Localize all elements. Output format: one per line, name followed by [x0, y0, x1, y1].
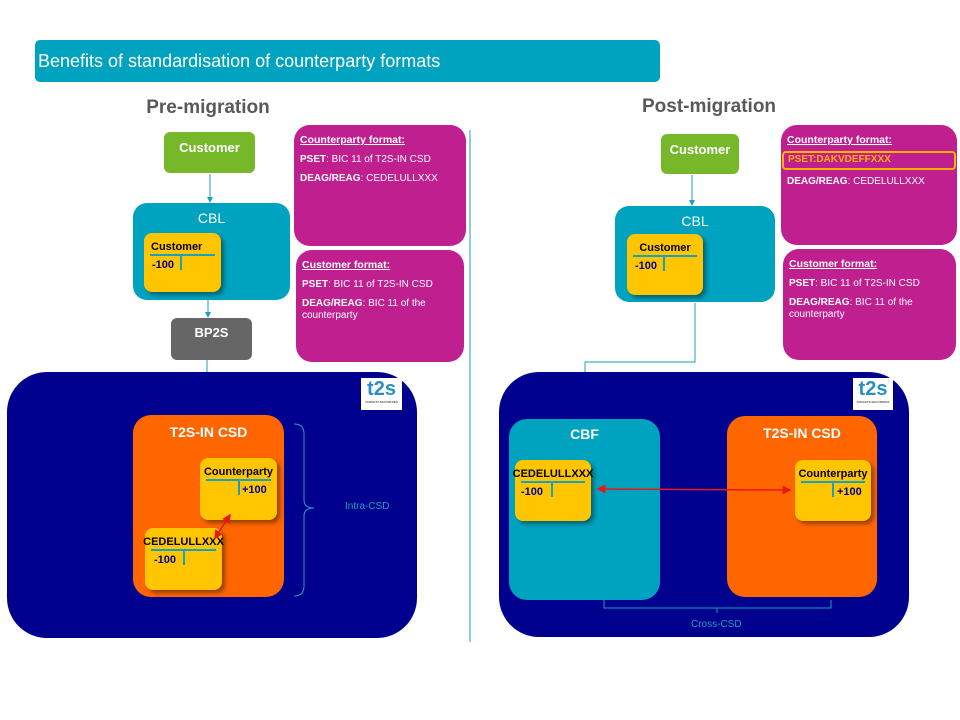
pset-highlight: PSET:DAKVDEFFXXX	[782, 151, 956, 170]
format-title: Customer format:	[789, 258, 878, 270]
account-value: +100	[837, 486, 862, 498]
deag-value: : CEDELULLXXX	[847, 175, 925, 187]
pset-label: PSET	[789, 278, 816, 290]
account-value: -100	[521, 486, 544, 498]
pre-cbl-label: CBL	[197, 210, 226, 226]
pre-migration-heading: Pre-migration	[146, 97, 270, 118]
pre-cbl-customer-account: Customer -100	[144, 233, 221, 292]
pset-value: : BIC 11 of T2S-IN CSD	[328, 279, 433, 291]
post-customer-box: Customer	[661, 134, 739, 174]
format-title: Counterparty format:	[787, 134, 893, 146]
pre-counterparty-format-box: Counterparty format: PSET: BIC 11 of T2S…	[294, 125, 466, 246]
csd-label: T2S-IN CSD	[763, 425, 841, 441]
pre-customer-format-box: Customer format: PSET: BIC 11 of T2S-IN …	[296, 250, 464, 362]
account-name: Counterparty	[798, 468, 868, 480]
intra-csd-label: Intra-CSD	[345, 501, 390, 512]
deag-value: : BIC 11 of the counterparty	[302, 297, 426, 322]
logo-subtitle: TARGET2-SECURITIES	[856, 400, 890, 404]
cross-settlement-arrow	[596, 484, 792, 495]
deag-value: : BIC 11 of the counterparty	[789, 296, 913, 321]
deag-label: DEAG/REAG	[302, 297, 363, 309]
account-name: CEDELULLXXX	[143, 536, 224, 548]
account-name: Customer	[639, 242, 691, 254]
post-migration-heading: Post-migration	[641, 96, 777, 117]
logo-text: t2s	[858, 378, 888, 400]
account-value: -100	[152, 259, 175, 271]
account-value: -100	[154, 554, 177, 566]
intra-csd-brace	[293, 423, 315, 597]
pset-label: PSET	[302, 279, 329, 291]
pre-counterparty-account: Counterparty +100	[200, 458, 277, 520]
deag-label: DEAG/REAG	[787, 175, 848, 187]
post-cbl-customer-account: Customer -100	[627, 234, 703, 295]
account-name: Customer	[151, 241, 203, 253]
logo-text: t2s	[367, 378, 396, 400]
cross-csd-brace	[603, 600, 832, 613]
pset-value: : BIC 11 of T2S-IN CSD	[326, 154, 431, 166]
csd-label: T2S-IN CSD	[169, 424, 248, 440]
pre-cedel-account: CEDELULLXXX -100	[143, 528, 224, 590]
bp2s-box: BP2S	[171, 318, 252, 360]
cross-csd-label: Cross-CSD	[691, 619, 742, 630]
pset-label: PSET	[300, 154, 327, 166]
pre-settlement-arrow	[214, 513, 231, 540]
post-counterparty-account: Counterparty +100	[795, 460, 871, 521]
deag-label: DEAG/REAG	[789, 296, 850, 308]
pset-value: : BIC 11 of T2S-IN CSD	[815, 278, 920, 290]
account-value: -100	[635, 260, 658, 272]
deag-label: DEAG/REAG	[300, 172, 361, 184]
logo-subtitle: TARGET2-SECURITIES	[365, 400, 398, 404]
account-value: +100	[242, 484, 267, 496]
post-cedel-account: CEDELULLXXX -100	[512, 460, 594, 521]
account-name: CEDELULLXXX	[512, 468, 594, 480]
slide-title: Benefits of standardisation of counterpa…	[35, 40, 660, 82]
cbf-label: CBF	[570, 426, 599, 442]
pre-customer-box: Customer	[164, 132, 255, 173]
post-counterparty-format-box: Counterparty format: PSET:DAKVDEFFXXX DE…	[781, 125, 957, 245]
post-customer-format-box: Customer format: PSET: BIC 11 of T2S-IN …	[783, 249, 956, 360]
account-name: Counterparty	[203, 466, 274, 478]
format-title: Counterparty format:	[300, 134, 406, 146]
deag-value: : CEDELULLXXX	[360, 172, 438, 184]
format-title: Customer format:	[302, 259, 391, 271]
post-cbl-label: CBL	[681, 213, 709, 229]
